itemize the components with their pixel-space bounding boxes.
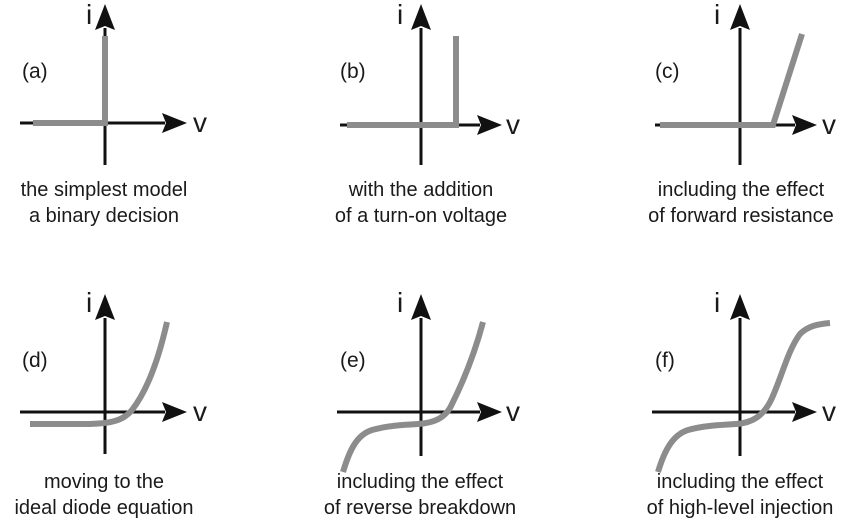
panel-d-iv-curve bbox=[30, 321, 170, 427]
panel-e-voltage-label: v bbox=[506, 396, 520, 427]
panel-d-current-arrow bbox=[95, 294, 115, 320]
panel-b-caption-line-2: of a turn-on voltage bbox=[335, 205, 507, 227]
panel-f-caption-line-1: including the effect bbox=[657, 471, 824, 493]
panel-d-current-label: i bbox=[86, 287, 92, 318]
panel-c-iv-curve bbox=[660, 33, 805, 128]
panel-c: i v (c) including the effect of forward … bbox=[648, 0, 836, 227]
panel-f-iv-curve bbox=[655, 320, 831, 473]
panel-b: i v (b) with the addition of a turn-on v… bbox=[335, 0, 520, 227]
panel-e-caption-line-1: including the effect bbox=[337, 471, 504, 493]
panel-e: i v (e) including the effect of reverse … bbox=[324, 287, 520, 519]
panel-f: i v (f) including the effect of high-lev… bbox=[647, 287, 836, 519]
panel-e-current-label: i bbox=[397, 287, 403, 318]
panel-e-voltage-arrow bbox=[477, 402, 502, 422]
panel-f-tag: (f) bbox=[655, 349, 675, 372]
panel-e-current-arrow bbox=[411, 294, 431, 320]
panel-e-tag: (e) bbox=[340, 349, 366, 372]
panel-b-voltage-arrow bbox=[477, 115, 502, 135]
panel-e-caption-line-2: of reverse breakdown bbox=[324, 497, 516, 519]
panel-b-current-label: i bbox=[397, 0, 403, 30]
panel-b-current-arrow bbox=[411, 4, 431, 30]
panel-d-caption-line-1: moving to the bbox=[44, 471, 164, 493]
panel-a-voltage-arrow bbox=[162, 113, 187, 133]
panel-c-voltage-label: v bbox=[822, 109, 836, 140]
panel-e-iv-curve bbox=[340, 321, 486, 473]
panel-a-tag: (a) bbox=[22, 60, 48, 83]
panel-a-current-label: i bbox=[86, 0, 92, 30]
panel-f-voltage-arrow bbox=[792, 402, 817, 422]
panel-d-voltage-label: v bbox=[193, 396, 207, 427]
panel-a: i v (a) the simplest model a binary deci… bbox=[20, 0, 207, 227]
panel-d-tag: (d) bbox=[22, 349, 48, 372]
panel-a-voltage-label: v bbox=[193, 107, 207, 138]
panel-b-tag: (b) bbox=[340, 60, 366, 83]
panel-d-voltage-arrow bbox=[162, 402, 187, 422]
panel-b-iv-curve bbox=[347, 36, 459, 128]
panel-c-voltage-arrow bbox=[792, 115, 817, 135]
panel-a-current-arrow bbox=[95, 4, 115, 30]
panel-b-voltage-label: v bbox=[506, 109, 520, 140]
panel-d: i v (d) moving to the ideal diode equati… bbox=[14, 287, 207, 519]
panel-c-current-label: i bbox=[714, 0, 720, 30]
panel-d-caption-line-2: ideal diode equation bbox=[14, 497, 193, 519]
panel-b-caption-line-1: with the addition bbox=[348, 179, 494, 201]
panel-f-current-label: i bbox=[714, 287, 720, 318]
panel-a-caption-line-1: the simplest model bbox=[21, 179, 188, 201]
panel-f-current-arrow bbox=[730, 294, 750, 320]
panel-c-current-arrow bbox=[730, 4, 750, 30]
panel-c-caption-line-2: of forward resistance bbox=[648, 205, 834, 227]
panel-c-caption-line-1: including the effect bbox=[658, 179, 825, 201]
panel-f-caption-line-2: of high-level injection bbox=[647, 497, 834, 519]
panel-a-iv-curve bbox=[33, 36, 108, 126]
panel-f-voltage-label: v bbox=[822, 396, 836, 427]
panel-a-caption-line-2: a binary decision bbox=[29, 205, 179, 227]
panel-c-tag: (c) bbox=[655, 60, 680, 83]
